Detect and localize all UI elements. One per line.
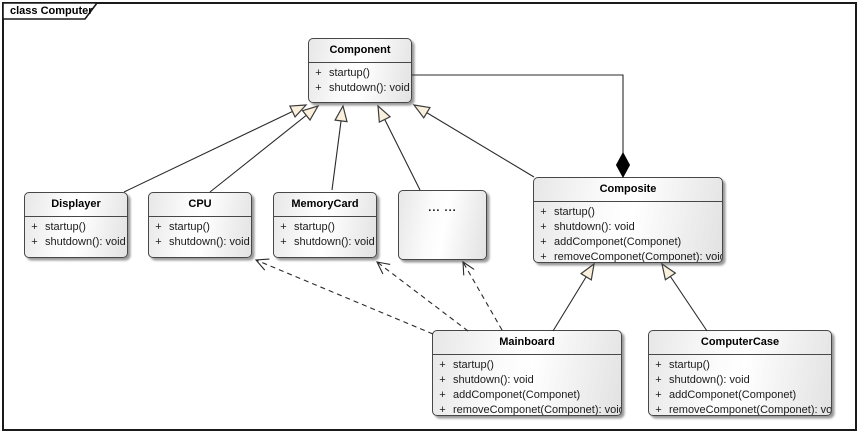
- class-member: + startup(): [534, 205, 722, 220]
- visibility-marker: +: [655, 404, 662, 416]
- visibility-marker: +: [439, 359, 446, 371]
- member-signature: shutdown(): void: [669, 374, 750, 386]
- class-members: + startup() + shutdown(): void + addCompone…: [433, 355, 622, 416]
- class-name: CPU: [149, 193, 251, 217]
- class-member: + shutdown(): void: [433, 373, 621, 388]
- class-name: MemoryCard: [274, 193, 376, 217]
- member-signature: addComponet(Componet): [554, 236, 682, 248]
- class-member: + shutdown(): void: [534, 220, 722, 235]
- class-members: + startup() + shutdown(): void: [149, 217, 251, 250]
- class-name: Mainboard: [433, 331, 621, 355]
- member-signature: startup(): [669, 359, 710, 371]
- class-name: Component: [309, 39, 411, 63]
- visibility-marker: +: [540, 221, 547, 233]
- visibility-marker: +: [315, 67, 322, 79]
- class-name: Composite: [534, 178, 722, 202]
- member-signature: removeComponet(Componet): void: [453, 404, 622, 416]
- member-signature: removeComponet(Componet): void: [554, 251, 723, 263]
- class-members: + startup() + shutdown(): void + addCompone…: [534, 202, 723, 263]
- class-box-memorycard[interactable]: MemoryCard + startup() + shutdown(): void: [273, 192, 377, 258]
- class-member: + startup(): [649, 358, 831, 373]
- class-members: + startup() + shutdown(): void: [309, 63, 411, 96]
- visibility-marker: +: [655, 374, 662, 386]
- class-box-displayer[interactable]: Displayer + startup() + shutdown(): void: [24, 192, 128, 258]
- visibility-marker: +: [155, 221, 162, 233]
- class-member: + startup(): [433, 358, 621, 373]
- class-member: + addComponet(Componet): [649, 388, 831, 403]
- visibility-marker: +: [155, 236, 162, 248]
- member-signature: startup(): [453, 359, 494, 371]
- class-member: + addComponet(Componet): [534, 235, 722, 250]
- class-box-ellipsis[interactable]: ... ...: [398, 190, 487, 260]
- class-member: + startup(): [25, 220, 127, 235]
- member-signature: startup(): [554, 206, 595, 218]
- member-signature: shutdown(): void: [45, 236, 126, 248]
- class-member: + shutdown(): void: [649, 373, 831, 388]
- class-name: Displayer: [25, 193, 127, 217]
- class-name: ComputerCase: [649, 331, 831, 355]
- class-box-mainboard[interactable]: Mainboard + startup() + shutdown(): void +…: [432, 330, 622, 416]
- class-members: + startup() + shutdown(): void + addCompone…: [649, 355, 832, 416]
- member-signature: startup(): [169, 221, 210, 233]
- class-box-cpu[interactable]: CPU + startup() + shutdown(): void: [148, 192, 252, 258]
- class-member: + shutdown(): void: [25, 235, 127, 250]
- member-signature: addComponet(Componet): [669, 389, 797, 401]
- class-box-computercase[interactable]: ComputerCase + startup() + shutdown(): voi…: [648, 330, 832, 416]
- class-member: + shutdown(): void: [274, 235, 376, 250]
- visibility-marker: +: [439, 374, 446, 386]
- visibility-marker: +: [439, 389, 446, 401]
- class-members: + startup() + shutdown(): void: [274, 217, 376, 250]
- member-signature: shutdown(): void: [453, 374, 534, 386]
- member-signature: addComponet(Componet): [453, 389, 581, 401]
- class-member: + removeComponet(Componet): void: [433, 403, 622, 416]
- visibility-marker: +: [31, 236, 38, 248]
- visibility-marker: +: [315, 82, 322, 94]
- member-signature: removeComponet(Componet): void: [669, 404, 832, 416]
- visibility-marker: +: [540, 236, 547, 248]
- member-signature: startup(): [329, 67, 370, 79]
- visibility-marker: +: [439, 404, 446, 416]
- class-member: + removeComponet(Componet): void: [534, 250, 723, 263]
- visibility-marker: +: [655, 389, 662, 401]
- class-name: ... ...: [428, 202, 457, 214]
- member-signature: shutdown(): void: [169, 236, 250, 248]
- class-member: + shutdown(): void: [149, 235, 251, 250]
- frame-label: class Computer: [10, 5, 93, 17]
- visibility-marker: +: [540, 251, 547, 263]
- visibility-marker: +: [280, 221, 287, 233]
- member-signature: shutdown(): void: [329, 82, 410, 94]
- class-member: + startup(): [274, 220, 376, 235]
- member-signature: shutdown(): void: [554, 221, 635, 233]
- class-member: + shutdown(): void: [309, 81, 411, 96]
- visibility-marker: +: [31, 221, 38, 233]
- member-signature: startup(): [45, 221, 86, 233]
- member-signature: shutdown(): void: [294, 236, 375, 248]
- visibility-marker: +: [655, 359, 662, 371]
- class-member: + startup(): [309, 66, 411, 81]
- visibility-marker: +: [280, 236, 287, 248]
- visibility-marker: +: [540, 206, 547, 218]
- class-member: + removeComponet(Componet): void: [649, 403, 832, 416]
- class-box-composite[interactable]: Composite + startup() + shutdown(): void +…: [533, 177, 723, 263]
- class-box-component[interactable]: Component + startup() + shutdown(): void: [308, 38, 412, 103]
- class-members: + startup() + shutdown(): void: [25, 217, 127, 250]
- class-member: + startup(): [149, 220, 251, 235]
- member-signature: startup(): [294, 221, 335, 233]
- class-member: + addComponet(Componet): [433, 388, 621, 403]
